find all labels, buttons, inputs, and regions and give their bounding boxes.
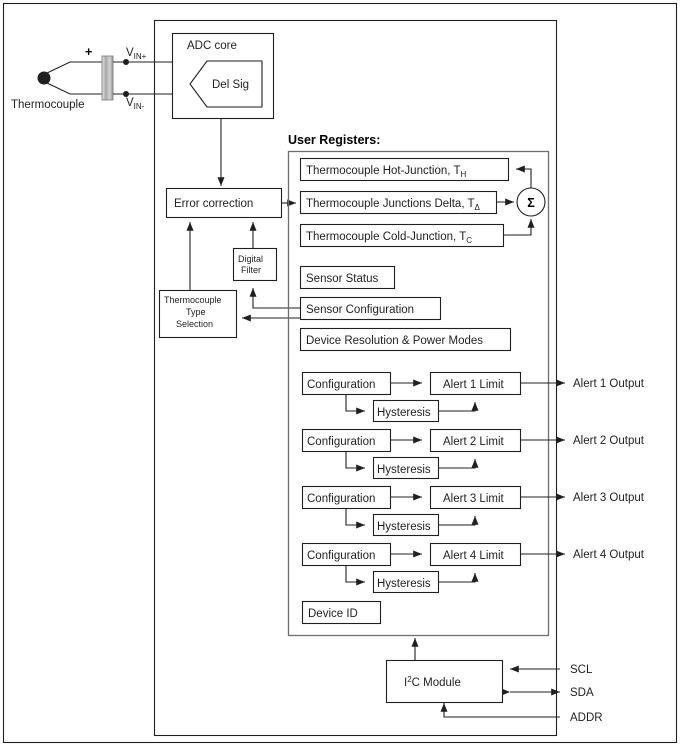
cold-junction-to-sum-arrow <box>503 219 535 236</box>
simple-registers-group: Sensor Status Sensor Configuration Devic… <box>299 265 512 352</box>
alert-2-hysteresis-label: Hysteresis <box>377 464 431 476</box>
addr-line <box>440 703 560 718</box>
polarity-plus-label: + <box>85 45 92 59</box>
register-label-junctions-delta: Thermocouple Junctions Delta, TΔ <box>306 198 481 212</box>
register-box-device-resolution <box>299 327 512 352</box>
alert-2-limit-label: Alert 2 Limit <box>443 436 505 448</box>
delta-sigma-label: Del Sig <box>212 79 249 91</box>
alert-2-configuration-label: Configuration <box>307 436 375 448</box>
thermocouple-label: Thermocouple <box>11 99 85 111</box>
vin-plus-label: VIN+ <box>126 47 147 61</box>
alert-3-config-to-hysteresis-arrow <box>345 508 365 529</box>
thermocouple-type-selection-box <box>158 289 238 339</box>
vin-plus-node-dot <box>123 59 129 65</box>
type-selection-label-line3: Selection <box>176 319 213 329</box>
register-label-sensor-status: Sensor Status <box>306 273 378 285</box>
type-selection-label-line1: Thermocouple <box>164 295 222 305</box>
alert-4-limit-label: Alert 4 Limit <box>443 550 505 562</box>
register-box-hot-junction <box>299 157 510 182</box>
alert-3-hysteresis-label: Hysteresis <box>377 521 431 533</box>
alert-4-hysteresis-to-limit-arrow <box>438 573 479 583</box>
thermocouple-junction-dot <box>37 71 51 85</box>
digital-filter-box <box>232 247 278 282</box>
temperature-registers-group: Thermocouple Hot-Junction, TH Thermocoup… <box>299 157 546 248</box>
alert-3-limit-label: Alert 3 Limit <box>443 493 505 505</box>
alert-3-configuration-label: Configuration <box>307 493 375 505</box>
adc-core-block: ADC core Del Sig <box>171 32 275 186</box>
error-correction-box <box>165 187 283 219</box>
i2c-module-group: I2C Module SCL SDA ADDR <box>385 638 603 724</box>
alert-2-config-to-hysteresis-arrow <box>345 451 365 472</box>
register-label-device-resolution: Device Resolution & Power Modes <box>306 335 483 347</box>
scl-label: SCL <box>570 664 593 676</box>
addr-label: ADDR <box>570 712 603 724</box>
alert-group-2: Configuration Hysteresis Alert 2 Limit A… <box>301 428 645 480</box>
thermocouple-wire-negative <box>44 81 104 95</box>
i2c-module-label: I2C Module <box>404 675 461 689</box>
register-label-sensor-configuration: Sensor Configuration <box>306 304 414 316</box>
alert-1-output-label: Alert 1 Output <box>573 378 645 390</box>
alert-3-hysteresis-to-limit-arrow <box>438 516 479 526</box>
sda-label: SDA <box>570 687 594 699</box>
register-box-sensor-status <box>299 265 396 290</box>
alert-1-configuration-label: Configuration <box>307 379 375 391</box>
register-label-cold-junction: Thermocouple Cold-Junction, TC <box>306 231 472 245</box>
thermocouple-wire-positive <box>44 61 104 75</box>
register-box-device-id <box>301 600 382 625</box>
alert-group-1: Configuration Hysteresis Alert 1 Limit A… <box>301 371 645 423</box>
adc-core-title: ADC core <box>187 40 237 52</box>
chip-boundary <box>153 19 558 737</box>
alert-4-config-to-hysteresis-arrow <box>345 565 365 586</box>
type-selection-label-line2: Type <box>186 307 206 317</box>
register-label-device-id: Device ID <box>308 608 358 620</box>
error-correction-label: Error correction <box>174 198 253 210</box>
i2c-module-box <box>385 659 504 704</box>
register-label-hot-junction: Thermocouple Hot-Junction, TH <box>306 165 466 179</box>
alert-2-output-label: Alert 2 Output <box>573 435 645 447</box>
digital-filter-label-line2: Filter <box>241 265 261 275</box>
sensor-config-to-digital-filter-arrow <box>249 288 300 309</box>
alert-1-config-to-hysteresis-arrow <box>345 394 365 415</box>
alert-2-hysteresis-to-limit-arrow <box>438 459 479 469</box>
delta-sigma-shape <box>189 60 263 108</box>
register-box-sensor-configuration <box>299 296 442 321</box>
alert-4-hysteresis-label: Hysteresis <box>377 578 431 590</box>
alert-group-4: Configuration Hysteresis Alert 4 Limit A… <box>301 542 645 594</box>
thermocouple-input: Thermocouple + VIN+ VIN- <box>11 45 208 111</box>
alert-3-output-label: Alert 3 Output <box>573 492 645 504</box>
vin-minus-node-dot <box>123 91 129 97</box>
sum-to-hot-junction-arrow <box>516 165 532 188</box>
user-registers-heading: User Registers: <box>288 133 380 147</box>
signal-conditioning-group: Error correction Digital Filter Thermoco… <box>158 187 300 339</box>
vin-minus-label: VIN- <box>126 97 145 111</box>
summing-junction-symbol: Σ <box>527 196 535 210</box>
digital-filter-label-line1: Digital <box>238 254 263 264</box>
connector-block <box>101 55 114 101</box>
alert-1-hysteresis-label: Hysteresis <box>377 407 431 419</box>
alert-group-3: Configuration Hysteresis Alert 3 Limit A… <box>301 485 645 537</box>
alert-4-configuration-label: Configuration <box>307 550 375 562</box>
user-registers-frame <box>287 150 550 637</box>
alert-1-limit-label: Alert 1 Limit <box>443 379 505 391</box>
alert-1-hysteresis-to-limit-arrow <box>438 402 479 412</box>
alert-4-output-label: Alert 4 Output <box>573 549 645 561</box>
